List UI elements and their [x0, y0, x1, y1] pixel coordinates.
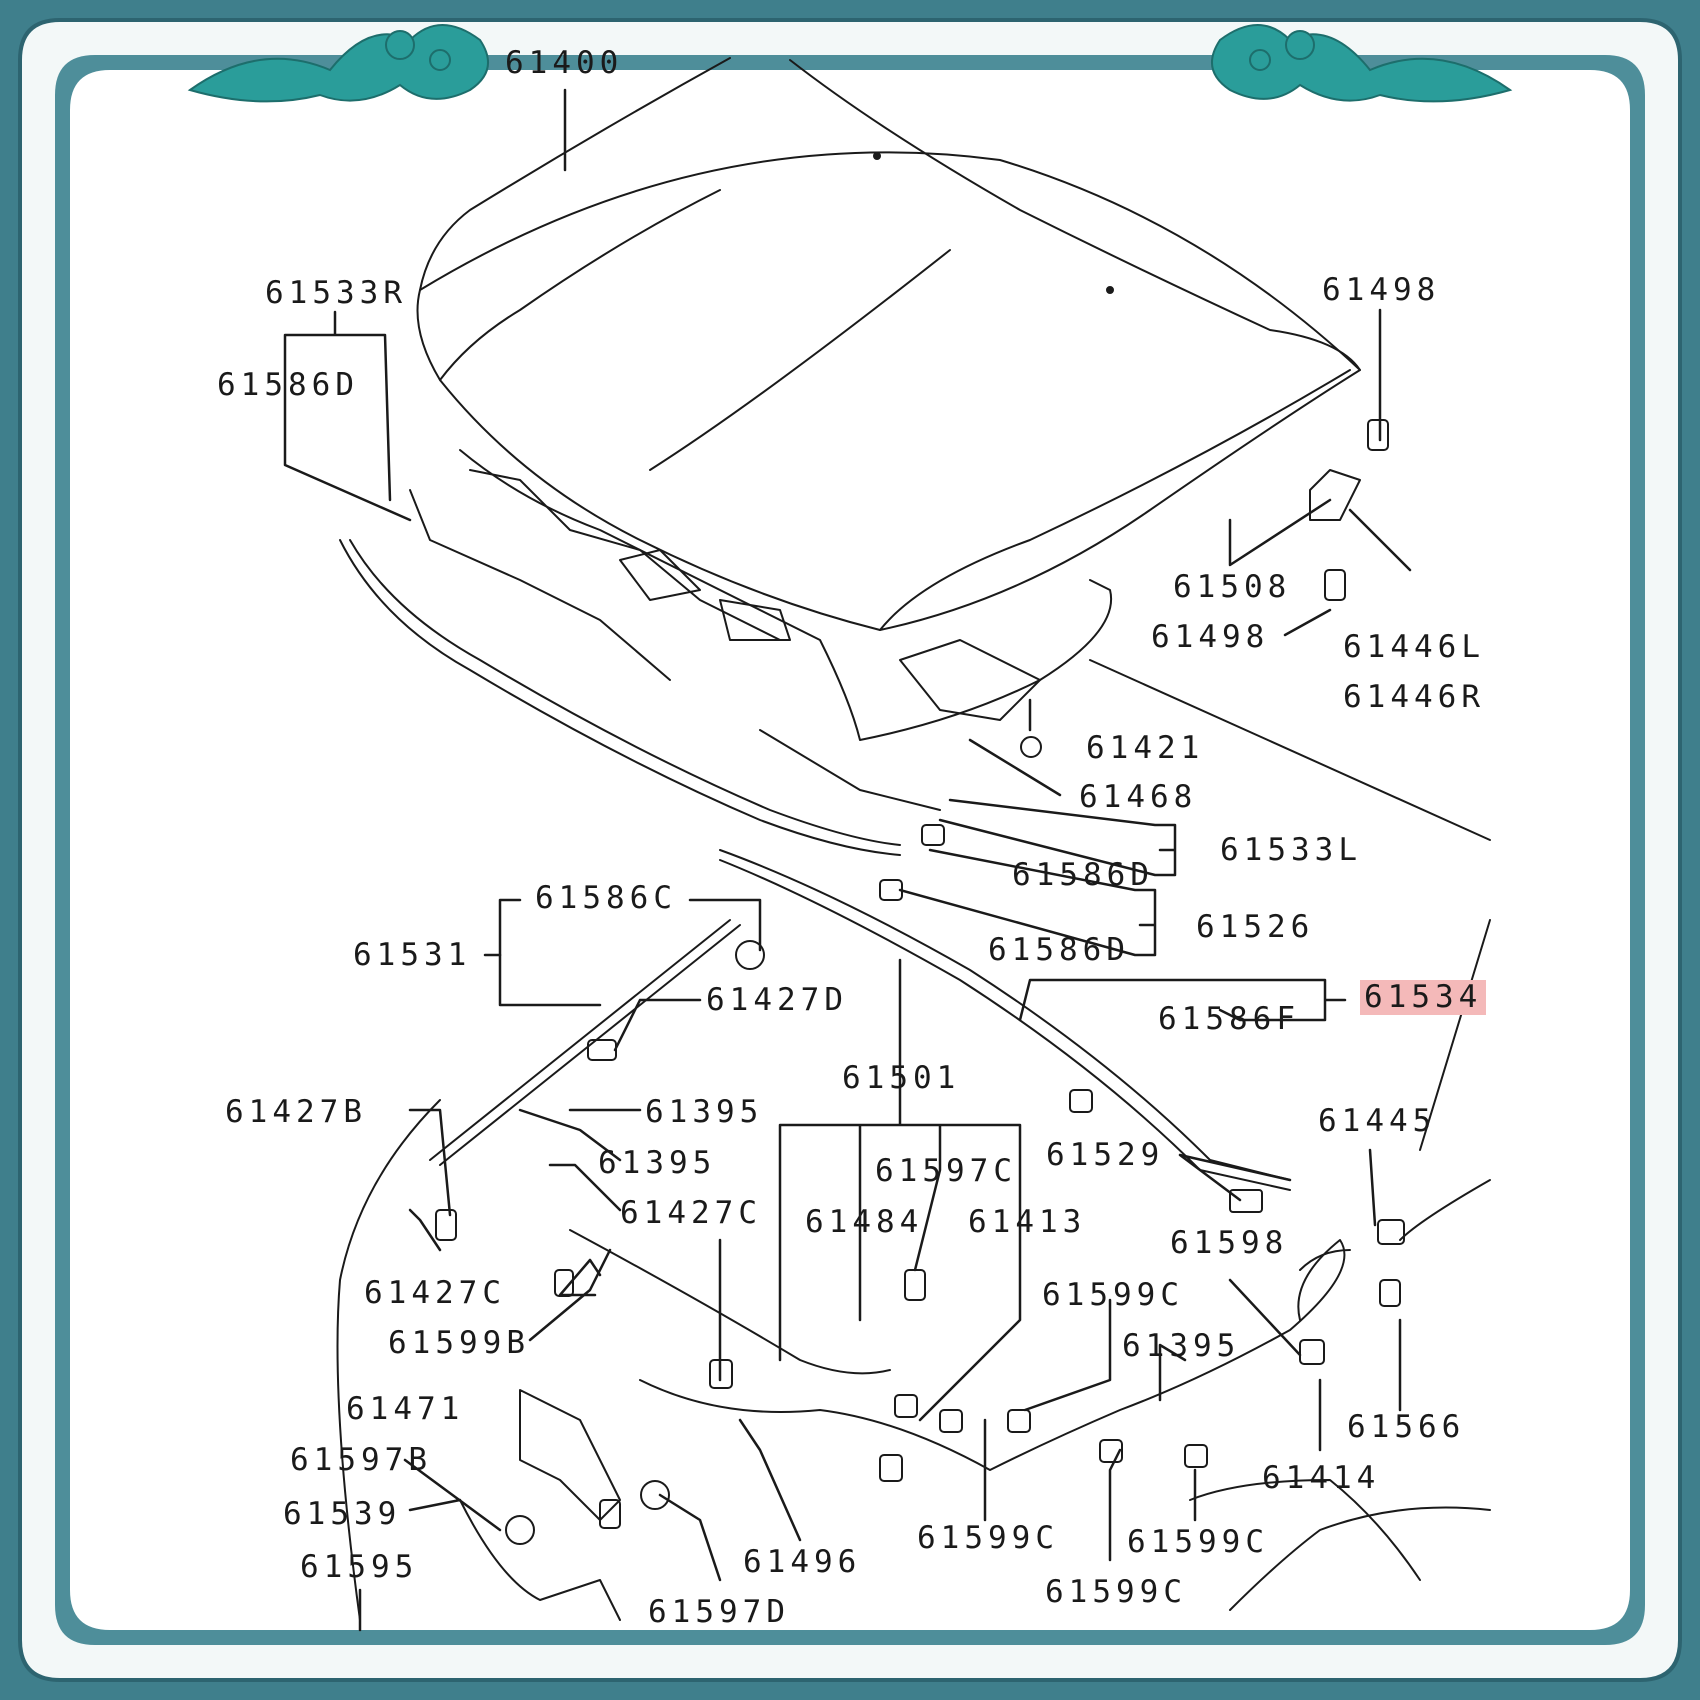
part-label: 61586C: [535, 880, 677, 916]
part-label: 61395: [598, 1145, 717, 1181]
part-label: 61597D: [648, 1594, 790, 1630]
leader-lines: [283, 88, 1412, 1632]
highlighted-part-label: 61534: [1360, 980, 1487, 1015]
part-label: 61395: [1122, 1328, 1241, 1364]
part-label: 61484: [805, 1204, 924, 1240]
part-label: 61508: [1173, 569, 1292, 605]
part-label: 61539: [283, 1496, 402, 1532]
front-weatherstrip: [339, 539, 901, 856]
part-label: 61566: [1347, 1409, 1466, 1445]
hood-inner-frame: [459, 449, 1113, 741]
part-label: 61446R: [1343, 679, 1485, 715]
part-label: 61586F: [1158, 1001, 1300, 1037]
part-label: 61427C: [620, 1195, 762, 1231]
release-cable: [569, 1229, 1351, 1471]
part-label: 61599B: [388, 1325, 530, 1361]
hood-panel: [416, 57, 1361, 631]
part-label: 61599C: [1042, 1277, 1184, 1313]
part-label: 61400: [505, 45, 624, 81]
part-label: 61395: [645, 1094, 764, 1130]
part-label: 61471: [346, 1391, 465, 1427]
part-label: 61586D: [988, 932, 1130, 968]
side-strip: [409, 489, 941, 811]
part-label: 61586D: [217, 367, 359, 403]
part-label: 61427D: [706, 982, 848, 1018]
part-label: 61586D: [1012, 857, 1154, 893]
part-label: 61529: [1046, 1137, 1165, 1173]
part-label: 61599C: [917, 1520, 1059, 1556]
part-label: 61427C: [364, 1275, 506, 1311]
part-label: 61468: [1079, 779, 1198, 815]
part-label: 61413: [968, 1204, 1087, 1240]
part-label: 61598: [1170, 1225, 1289, 1261]
part-label: 61445: [1318, 1103, 1437, 1139]
part-label: 61597C: [875, 1153, 1017, 1189]
part-label: 61421: [1086, 730, 1205, 766]
ornament-left-icon: [187, 24, 489, 103]
part-label: 61531: [353, 937, 472, 973]
part-label: 61533R: [265, 275, 407, 311]
part-label: 61526: [1196, 909, 1315, 945]
part-label: 61498: [1322, 272, 1441, 308]
part-label: 61427B: [225, 1094, 367, 1130]
part-label: 61597B: [290, 1442, 432, 1478]
cowl-strip: [429, 919, 741, 1166]
diagram-panel: [70, 70, 1630, 1630]
ornament-right-icon: [1211, 24, 1513, 103]
rear-seal-strip: [719, 849, 1291, 1191]
part-label: 61599C: [1045, 1574, 1187, 1610]
part-label: 61599C: [1127, 1524, 1269, 1560]
part-label: 61595: [300, 1549, 419, 1585]
part-label: 61498: [1151, 619, 1270, 655]
part-label: 61501: [842, 1060, 961, 1096]
part-label: 61496: [743, 1544, 862, 1580]
part-label: 61414: [1262, 1460, 1381, 1496]
part-label: 61533L: [1220, 832, 1362, 868]
part-label: 61446L: [1343, 629, 1485, 665]
